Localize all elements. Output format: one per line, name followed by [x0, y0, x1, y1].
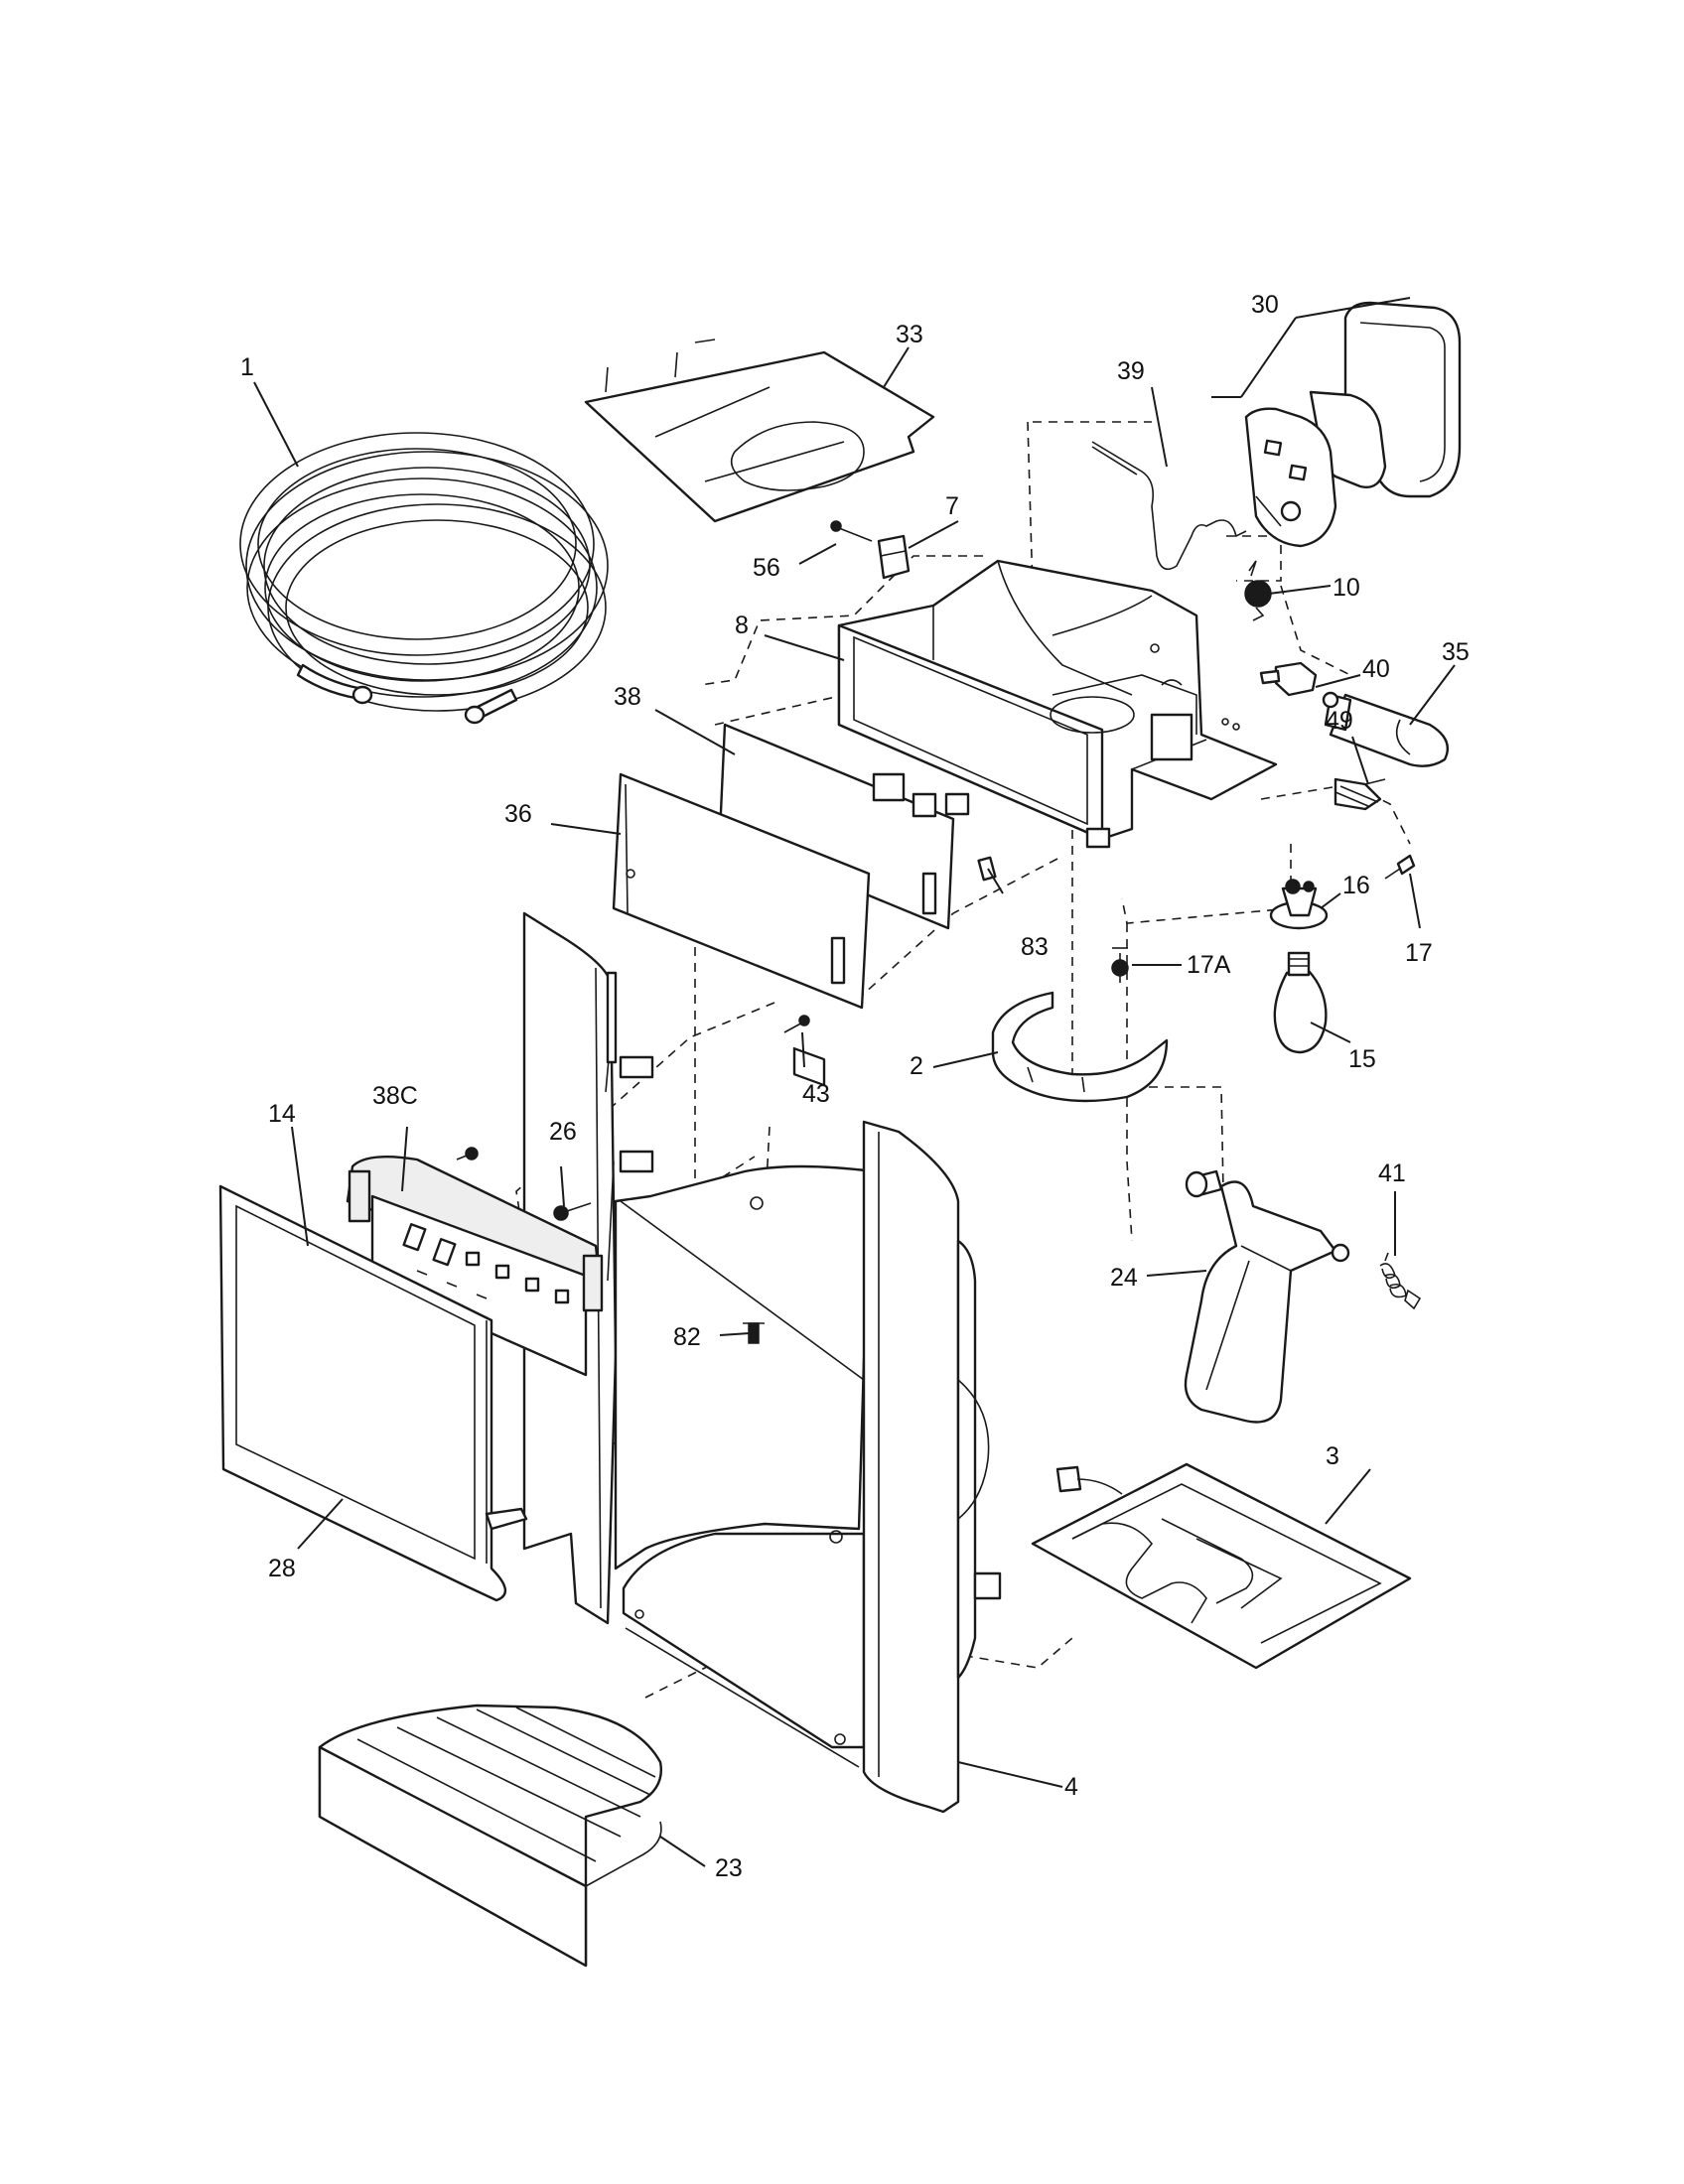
callout-24: 24 [1110, 1264, 1138, 1292]
dispenser-door-assembly [1244, 301, 1462, 548]
callout-36: 36 [504, 800, 532, 828]
door-spring [1244, 560, 1272, 621]
callout-33: 33 [896, 321, 923, 348]
callouts: 1 33 30 39 7 56 10 8 40 35 38 49 36 16 8… [240, 291, 1470, 1882]
callout-56: 56 [753, 554, 780, 582]
screw-17a [1111, 947, 1129, 983]
callout-49: 49 [1326, 707, 1353, 735]
lamp-socket [1269, 879, 1329, 930]
callout-43: 43 [802, 1080, 830, 1108]
leader-lines [253, 297, 1456, 1867]
callout-83: 83 [1021, 933, 1049, 961]
callout-38c: 38C [372, 1082, 418, 1110]
board-cover-panel [612, 772, 871, 1010]
callout-35: 35 [1442, 638, 1470, 666]
dispenser-housing [837, 559, 1278, 849]
wire-actuator [1091, 441, 1247, 571]
callout-17: 17 [1405, 939, 1433, 967]
drip-tray [318, 1704, 662, 1968]
light-bulb [1273, 951, 1328, 1054]
callout-40: 40 [1362, 655, 1390, 683]
tubing-coil [239, 432, 609, 725]
callout-82: 82 [673, 1323, 701, 1351]
screw-38c [456, 1147, 479, 1160]
callout-23: 23 [715, 1854, 743, 1882]
callout-14: 14 [268, 1100, 296, 1128]
heater-pad [1031, 1462, 1412, 1670]
paddle-spring [1379, 1252, 1422, 1310]
screw-26 [553, 1202, 592, 1221]
callout-16: 16 [1342, 872, 1370, 899]
callout-39: 39 [1117, 357, 1145, 385]
dispenser-frame [522, 911, 1002, 1814]
dispenser-paddle [1184, 1169, 1350, 1424]
callout-26: 26 [549, 1118, 577, 1146]
screw-17 [1384, 854, 1416, 880]
bracket-and-screw [830, 520, 911, 580]
control-board [718, 723, 955, 1087]
callout-7: 7 [945, 492, 959, 520]
dispenser-actuator [1322, 691, 1450, 767]
callout-10: 10 [1333, 574, 1360, 602]
door-solenoid [1259, 661, 1318, 697]
callout-41: 41 [1378, 1160, 1406, 1187]
callout-4: 4 [1064, 1773, 1078, 1801]
screw-43 [783, 1015, 810, 1033]
callout-1: 1 [240, 353, 254, 381]
keypad-membrane [346, 1156, 604, 1377]
funnel-bracket [991, 991, 1169, 1103]
display-frame [218, 1184, 528, 1602]
callout-3: 3 [1326, 1442, 1339, 1470]
callout-28: 28 [268, 1555, 296, 1582]
callout-8: 8 [735, 612, 749, 639]
callout-17a: 17A [1187, 951, 1231, 979]
callout-30: 30 [1251, 291, 1279, 319]
callout-2: 2 [910, 1052, 923, 1080]
top-cover-plate [584, 339, 935, 523]
callout-38: 38 [614, 683, 641, 711]
dispenser-switch [1333, 777, 1386, 811]
callout-15: 15 [1348, 1045, 1376, 1073]
